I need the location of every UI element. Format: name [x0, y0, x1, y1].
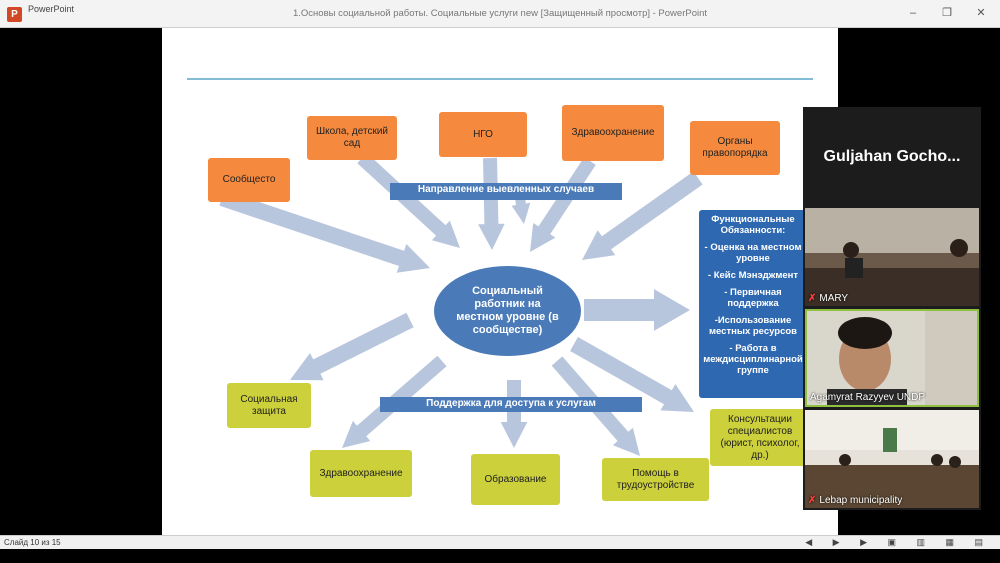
banner-access-support: Поддержка для доступа к услугам	[380, 397, 642, 412]
window-title: 1.Основы социальной работы. Социальные у…	[292, 8, 708, 19]
participant-tile-lebap[interactable]: ✗Lebap municipality	[805, 410, 979, 508]
restore-button[interactable]: ❐	[942, 7, 952, 19]
flow-arrow	[357, 152, 460, 248]
duty-item: - Оценка на местном уровне	[704, 242, 802, 264]
source-community: Сообщесто	[208, 158, 290, 202]
flow-arrow	[570, 337, 694, 412]
duty-item: -Использование местных ресурсов	[708, 315, 798, 337]
duty-item: - Работа в междисциплинарной группе	[703, 343, 803, 376]
slide: Сообщесто Школа, детский сад НГО Здравоо…	[162, 28, 838, 535]
window-titlebar: P PowerPoint 1.Основы социальной работы.…	[0, 0, 1000, 28]
duty-item: - Первичная поддержка	[724, 287, 782, 309]
mic-muted-icon: ✗	[808, 293, 817, 304]
flow-arrow	[582, 171, 703, 260]
video-feed	[807, 311, 977, 405]
flow-arrow	[500, 380, 528, 448]
source-healthcare: Здравоохранение	[562, 105, 664, 161]
participant-tile-agamyrat[interactable]: Agamyrat Razyyev UNDP	[805, 309, 979, 407]
video-feed	[805, 208, 979, 306]
center-social-worker: Социальный работник на местном уровне (в…	[434, 266, 581, 356]
flow-arrow	[478, 157, 505, 250]
duties-panel: Функциональные Обязанности: - Оценка на …	[699, 210, 807, 398]
view-controls-icons[interactable]: ◀ ▶ ▶ ▣ ▥ ▦ ▤	[805, 537, 992, 547]
source-school: Школа, детский сад	[307, 116, 397, 160]
participant-name: Agamyrat Razyyev UNDP	[810, 392, 926, 403]
participant-name: MARY	[819, 293, 849, 304]
participant-label: ✗Lebap municipality	[808, 495, 902, 506]
service-employment: Помощь в трудоустройстве	[602, 458, 709, 501]
active-speaker-name: Guljahan Gocho...	[823, 148, 961, 165]
participants-panel: Guljahan Gocho... ✗MARY Agamyrat Razyyev…	[803, 107, 981, 510]
participant-tile-mary[interactable]: ✗MARY	[805, 208, 979, 306]
screen-bottom	[0, 549, 1000, 563]
service-specialist-consult: Консультации специалистов (юрист, психол…	[710, 409, 810, 466]
slide-counter: Слайд 10 из 15	[4, 538, 61, 547]
participant-label: Agamyrat Razyyev UNDP	[810, 392, 925, 403]
flow-arrow	[219, 190, 430, 273]
flow-arrow	[530, 157, 596, 252]
minimize-button[interactable]: –	[909, 7, 917, 19]
service-healthcare: Здравоохранение	[310, 450, 412, 497]
source-law-enforcement: Органы правопорядка	[690, 121, 780, 175]
service-education: Образование	[471, 454, 560, 505]
app-name: PowerPoint	[28, 4, 75, 14]
mic-muted-icon: ✗	[808, 495, 817, 506]
flow-arrow	[584, 289, 690, 331]
service-social-protection: Социальная защита	[227, 383, 311, 428]
flow-arrow	[290, 312, 414, 381]
source-ngo: НГО	[439, 112, 527, 157]
status-bar: Слайд 10 из 15 ◀ ▶ ▶ ▣ ▥ ▦ ▤	[0, 535, 1000, 550]
banner-referral: Направление выевленных случаев	[390, 183, 622, 200]
duty-item: - Кейс Мэнэджмент	[707, 270, 799, 281]
duties-title: Функциональные Обязанности:	[711, 214, 795, 236]
flow-arrow	[511, 197, 531, 224]
close-button[interactable]: ✕	[976, 7, 986, 19]
participant-label: ✗MARY	[808, 293, 848, 304]
participant-name: Lebap municipality	[819, 495, 903, 506]
video-feed	[805, 410, 979, 508]
powerpoint-icon: P	[7, 7, 22, 22]
